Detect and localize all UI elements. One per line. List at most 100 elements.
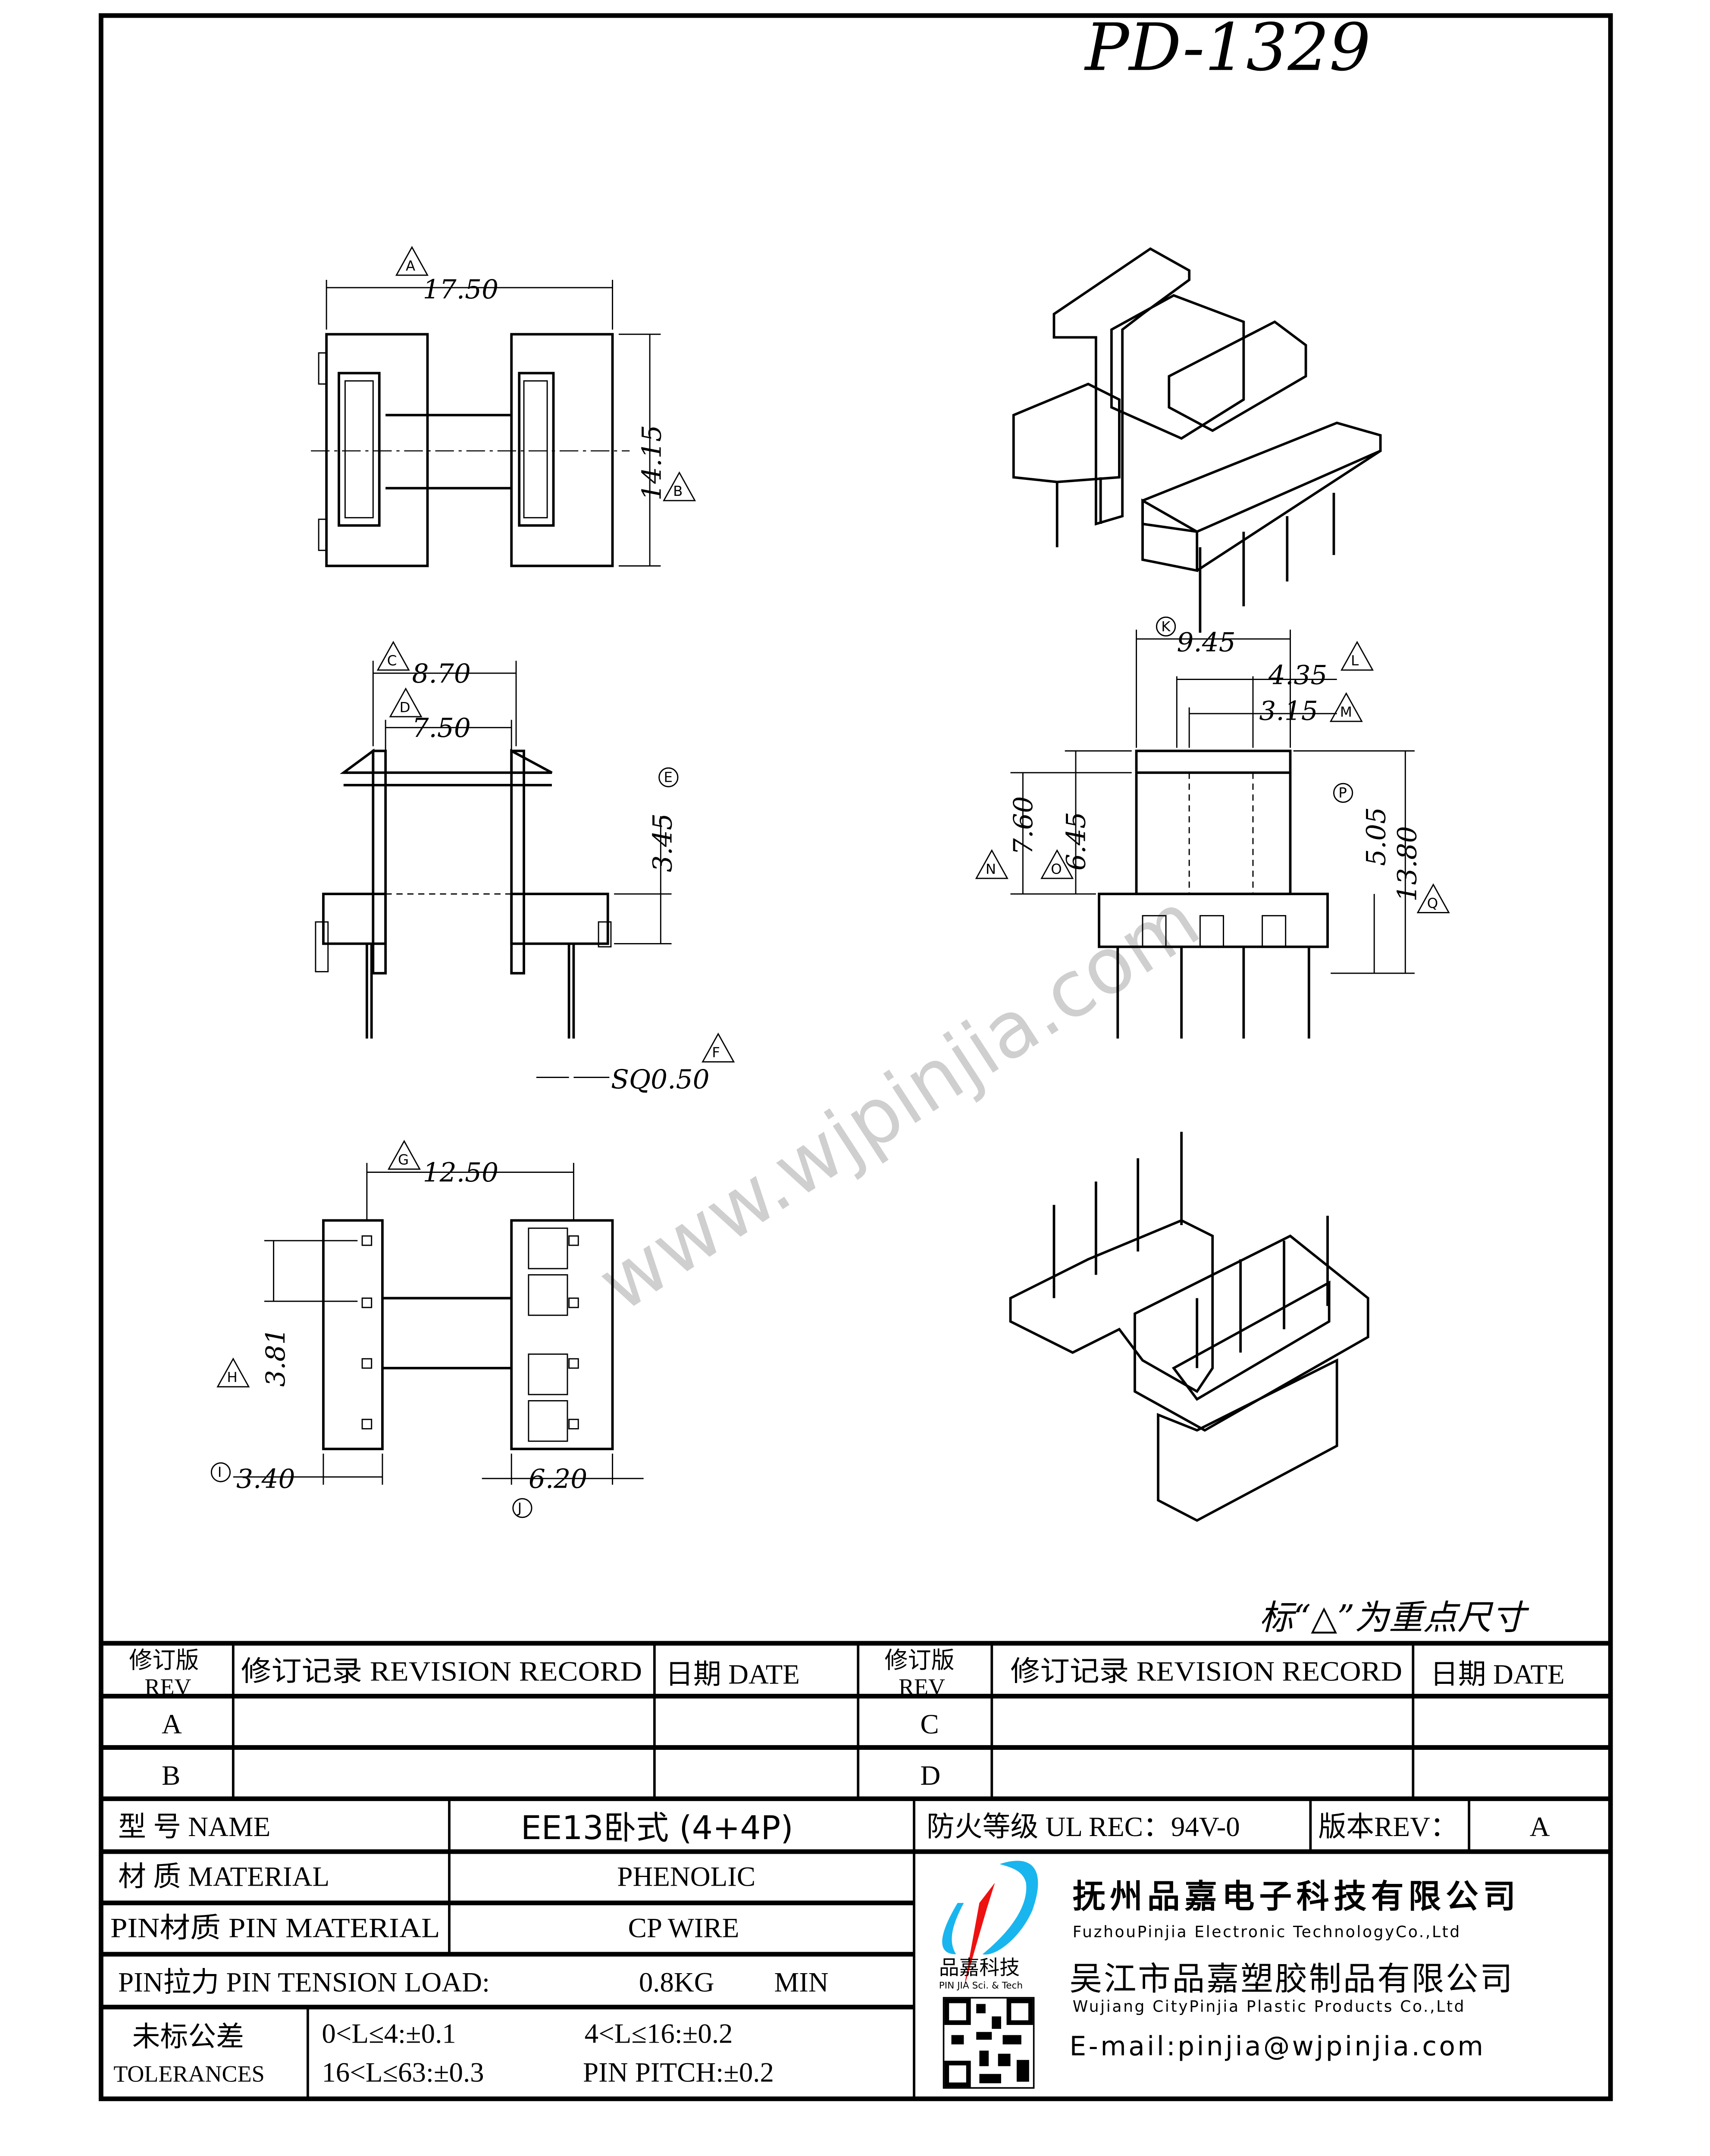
company-name-2-en: Wujiang CityPinjia Plastic Products Co.,… bbox=[1073, 1997, 1466, 2015]
drawing-number: PD-1329 bbox=[1084, 9, 1371, 85]
dim-pin-offset: 3.45 bbox=[648, 813, 678, 872]
drawing-line bbox=[372, 749, 387, 975]
top-view: 17.50 14.15 A B bbox=[311, 246, 696, 567]
title-block-text: 版本REV： bbox=[1318, 1811, 1458, 1843]
side-view: 9.45 4.35 3.15 7.60 6.45 5.05 13.80 K L … bbox=[975, 616, 1450, 1039]
dim-pin-span: 12.50 bbox=[423, 1157, 498, 1188]
drawing-line bbox=[1329, 692, 1363, 722]
drawing-line bbox=[944, 1998, 971, 2025]
dimension-marker-label: C bbox=[387, 652, 397, 669]
isometric-view-top bbox=[1012, 247, 1382, 633]
drawing-line bbox=[979, 2074, 1001, 2084]
bottom-view: 12.50 3.81 3.40 6.20 G H I J bbox=[210, 1140, 644, 1518]
drawing-line bbox=[389, 687, 423, 718]
dimension-marker-label: K bbox=[1161, 618, 1171, 635]
company-block: 品嘉科技 PIN JIA Sci. & Tech 抚州品嘉电子科技有限公司 Fu… bbox=[939, 1861, 1516, 2089]
dimension-marker-label: I bbox=[218, 1464, 222, 1480]
dimension-marker-label: N bbox=[986, 861, 996, 877]
title-block-text: TOLERANCES bbox=[113, 2061, 265, 2087]
title-block-text: PIN PITCH:±0.2 bbox=[583, 2057, 774, 2088]
drawing-line bbox=[1141, 421, 1382, 533]
drawing-line bbox=[361, 1358, 373, 1369]
title-block-text: 型 号 NAME bbox=[118, 1811, 270, 1843]
drawing-line bbox=[510, 749, 553, 774]
key-dimension-note: 标“△”为重点尺寸 bbox=[1259, 1598, 1529, 1638]
drawing-line bbox=[1006, 1998, 1033, 2025]
title-block-text: REV bbox=[899, 1674, 945, 1700]
title-block-text: 修订版 bbox=[129, 1648, 199, 1673]
drawing-line bbox=[658, 767, 679, 787]
drawing-line bbox=[510, 749, 525, 975]
revision-table: 修订版 REV 修订记录 REVISION RECORD 日期 DATE 修订版… bbox=[129, 1648, 1564, 1791]
dim-core-width: 4.35 bbox=[1268, 660, 1327, 690]
title-block-text: REV bbox=[144, 1674, 191, 1700]
company-logo-red bbox=[964, 1883, 995, 1989]
drawing-line bbox=[702, 1032, 735, 1062]
dimension-marker-label: D bbox=[400, 699, 410, 715]
company-name-1-en: FuzhouPinjia Electronic TechnologyCo.,Lt… bbox=[1073, 1923, 1461, 1941]
dim-total-height: 13.80 bbox=[1392, 826, 1423, 902]
dim-height-645: 6.45 bbox=[1061, 812, 1092, 871]
dim-side-width: 9.45 bbox=[1177, 627, 1235, 658]
title-block-text: 修订版 bbox=[885, 1648, 955, 1673]
drawing-line bbox=[344, 380, 374, 519]
drawing-line bbox=[951, 2035, 964, 2045]
title-block-text: 4<L≤16:±0.2 bbox=[585, 2018, 733, 2049]
drawing-line bbox=[568, 1235, 579, 1246]
drawing-line bbox=[1199, 915, 1224, 948]
drawing-line bbox=[376, 641, 410, 671]
drawing-line bbox=[340, 748, 375, 774]
drawing-line bbox=[528, 1400, 568, 1442]
title-block-text: 16<L≤63:±0.3 bbox=[322, 2057, 484, 2088]
drawing-line bbox=[325, 333, 429, 567]
drawing-line bbox=[944, 2061, 971, 2087]
drawing-line bbox=[992, 2016, 1001, 2029]
isometric-view-bottom bbox=[1009, 1131, 1369, 1522]
dimension-marker-label: F bbox=[712, 1044, 720, 1061]
dim-top-height: 14.15 bbox=[636, 425, 667, 501]
drawing-line bbox=[1142, 915, 1167, 948]
drawing-line bbox=[318, 352, 327, 385]
dim-height-505: 5.05 bbox=[1361, 807, 1391, 866]
drawing-line bbox=[322, 1219, 384, 1451]
drawing-line bbox=[568, 1419, 579, 1429]
drawing-line bbox=[1157, 1358, 1338, 1522]
title-block-text: 0<L≤4:±0.1 bbox=[322, 2018, 456, 2049]
drawing-line bbox=[1156, 616, 1176, 637]
middle-band: 8.70 7.50 3.45 SQ0.50 C D E F 9.45 4.35 … bbox=[315, 616, 1450, 1095]
part-name: EE13卧式 (4+4P) bbox=[521, 1809, 793, 1847]
logo-text: 品嘉科技 bbox=[939, 1956, 1020, 1980]
drawing-line bbox=[1002, 2035, 1021, 2045]
dim-right-offset: 6.20 bbox=[529, 1463, 587, 1494]
qr-code-icon bbox=[943, 1997, 1035, 2089]
drawing-line bbox=[528, 1227, 568, 1269]
drawing-line bbox=[361, 1235, 373, 1246]
title-block-text: A bbox=[1530, 1811, 1550, 1843]
dim-top-width: 17.50 bbox=[423, 274, 498, 305]
drawing-line bbox=[510, 1219, 614, 1451]
watermark: www.wjpinjia.com bbox=[583, 874, 1215, 1329]
drawing-line bbox=[518, 372, 555, 527]
dimension-marker-label: G bbox=[398, 1151, 409, 1168]
drawing-line bbox=[510, 333, 614, 567]
drawing-line bbox=[975, 849, 1008, 879]
dim-center-width: 3.15 bbox=[1259, 696, 1318, 726]
drawing-line bbox=[568, 1297, 579, 1308]
drawing-line bbox=[1171, 1280, 1331, 1401]
drawing-line bbox=[942, 1903, 964, 1955]
dim-height-760: 7.60 bbox=[1008, 796, 1039, 855]
bottom-band: 12.50 3.81 3.40 6.20 G H I J bbox=[210, 1131, 1369, 1522]
dimension-marker-label: Q bbox=[1427, 895, 1438, 912]
dimension-marker-label: A bbox=[406, 257, 415, 274]
title-block-text: D bbox=[920, 1760, 940, 1791]
drawing-sheet: www.wjpinjia.com PD-1329 17.50 14.15 A B bbox=[98, 9, 1613, 2101]
drawing-line bbox=[1196, 450, 1381, 572]
drawing-line bbox=[1009, 1219, 1214, 1393]
company-email: E-mail:pinjia@wjpinjia.com bbox=[1070, 2031, 1486, 2062]
technical-drawing: www.wjpinjia.com PD-1329 17.50 14.15 A B bbox=[98, 9, 1613, 2101]
dim-left-offset: 3.40 bbox=[236, 1463, 295, 1494]
drawing-line bbox=[1016, 2060, 1029, 2082]
drawing-line bbox=[568, 1358, 579, 1369]
title-block-text: A bbox=[162, 1709, 182, 1740]
drawing-line bbox=[528, 1274, 568, 1316]
